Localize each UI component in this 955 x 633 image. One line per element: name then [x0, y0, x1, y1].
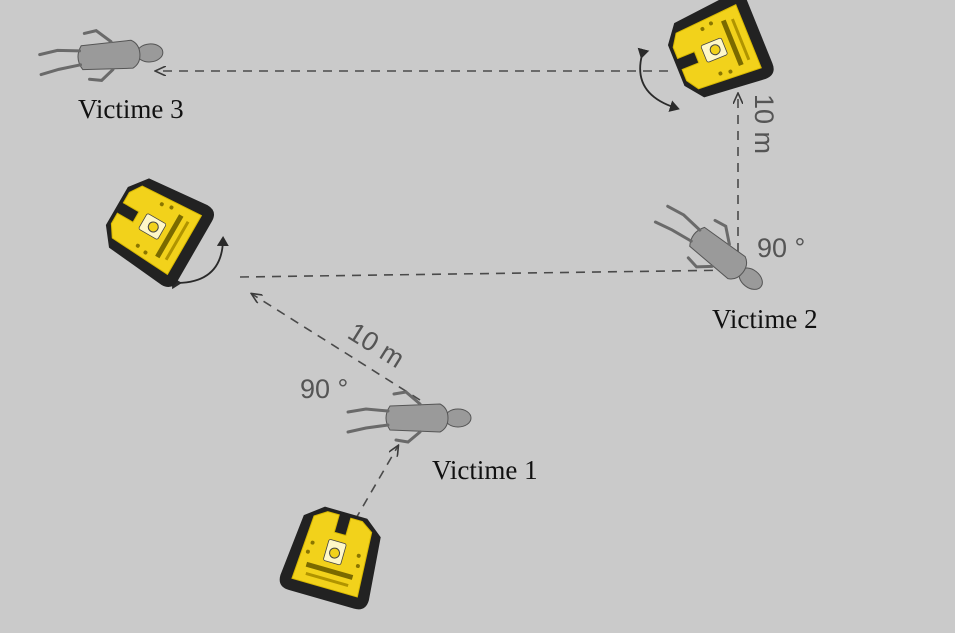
avalanche-transceiver-icon: [658, 0, 778, 109]
path-victim1-to-turn: [252, 294, 421, 401]
distance-label-second-leg: 10 m: [749, 94, 779, 154]
angle-label-first: 90 °: [300, 374, 348, 404]
path-approach-victim1: [354, 446, 398, 521]
angle-label-second: 90 °: [757, 233, 805, 263]
turn-arrow-top-icon: [637, 47, 680, 112]
buried-person-icon: [346, 390, 473, 444]
path-turn-to-victim2: [239, 269, 741, 278]
buried-person-icon: [36, 24, 167, 87]
avalanche-transceiver-icon: [93, 165, 219, 292]
victim2-label: Victime 2: [712, 304, 818, 334]
victim3-label: Victime 3: [78, 94, 184, 124]
victim1-label: Victime 1: [432, 455, 538, 485]
turn-arrow-left-icon: [171, 236, 229, 290]
avalanche-transceiver-icon: [276, 499, 391, 613]
distance-label-first-leg: 10 m: [343, 317, 410, 374]
